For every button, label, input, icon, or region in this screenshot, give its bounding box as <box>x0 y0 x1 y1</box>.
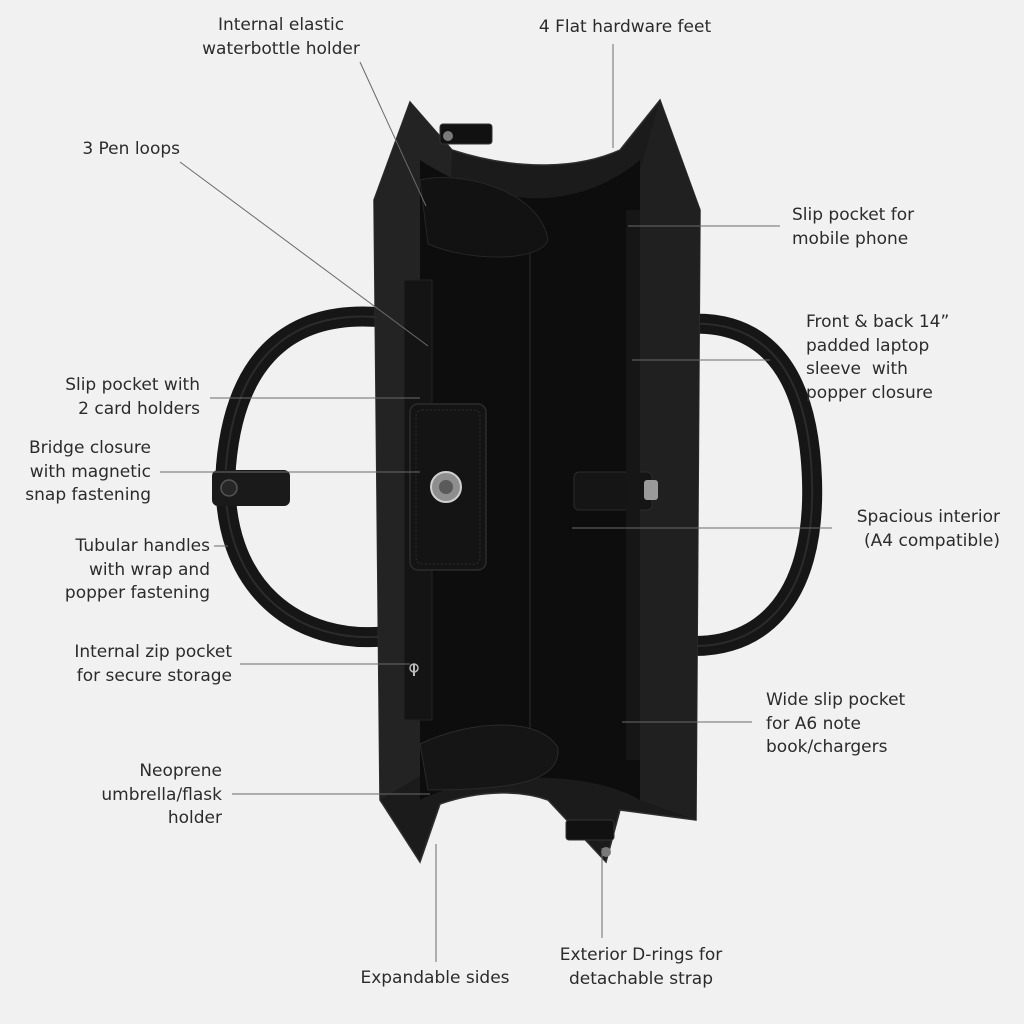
bridge-closure-flap <box>409 403 487 571</box>
strap-tab <box>573 471 658 511</box>
callout-card-pocket: Slip pocket with 2 card holders <box>65 375 200 419</box>
callout-phone-pocket: Slip pocket for mobile phone <box>792 205 915 249</box>
callout-bridge-closure: Bridge closure with magnetic snap fasten… <box>25 438 151 505</box>
callout-pen-loops: 3 Pen loops <box>82 139 180 159</box>
leader-lines <box>160 44 832 962</box>
callout-tubular-handles: Tubular handles with wrap and popper fas… <box>64 536 210 603</box>
right-handle <box>658 313 823 657</box>
callout-waterbottle-holder: Internal elastic waterbottle holder <box>202 15 360 59</box>
callout-expandable-sides: Expandable sides <box>360 968 510 988</box>
callout-d-rings: Exterior D-rings for detachable strap <box>559 945 723 989</box>
left-handle <box>212 306 398 648</box>
callout-zip-pocket: Internal zip pocket for secure storage <box>74 642 232 686</box>
callout-spacious-interior: Spacious interior (A4 compatible) <box>856 507 1000 551</box>
callout-neoprene-holder: Neoprene umbrella/flask holder <box>101 761 222 828</box>
callout-hardware-feet: 4 Flat hardware feet <box>538 17 712 37</box>
callout-wide-pocket: Wide slip pocket for A6 note book/charge… <box>766 690 906 757</box>
callout-laptop-sleeve: Front & back 14” padded laptop sleeve wi… <box>806 312 950 403</box>
